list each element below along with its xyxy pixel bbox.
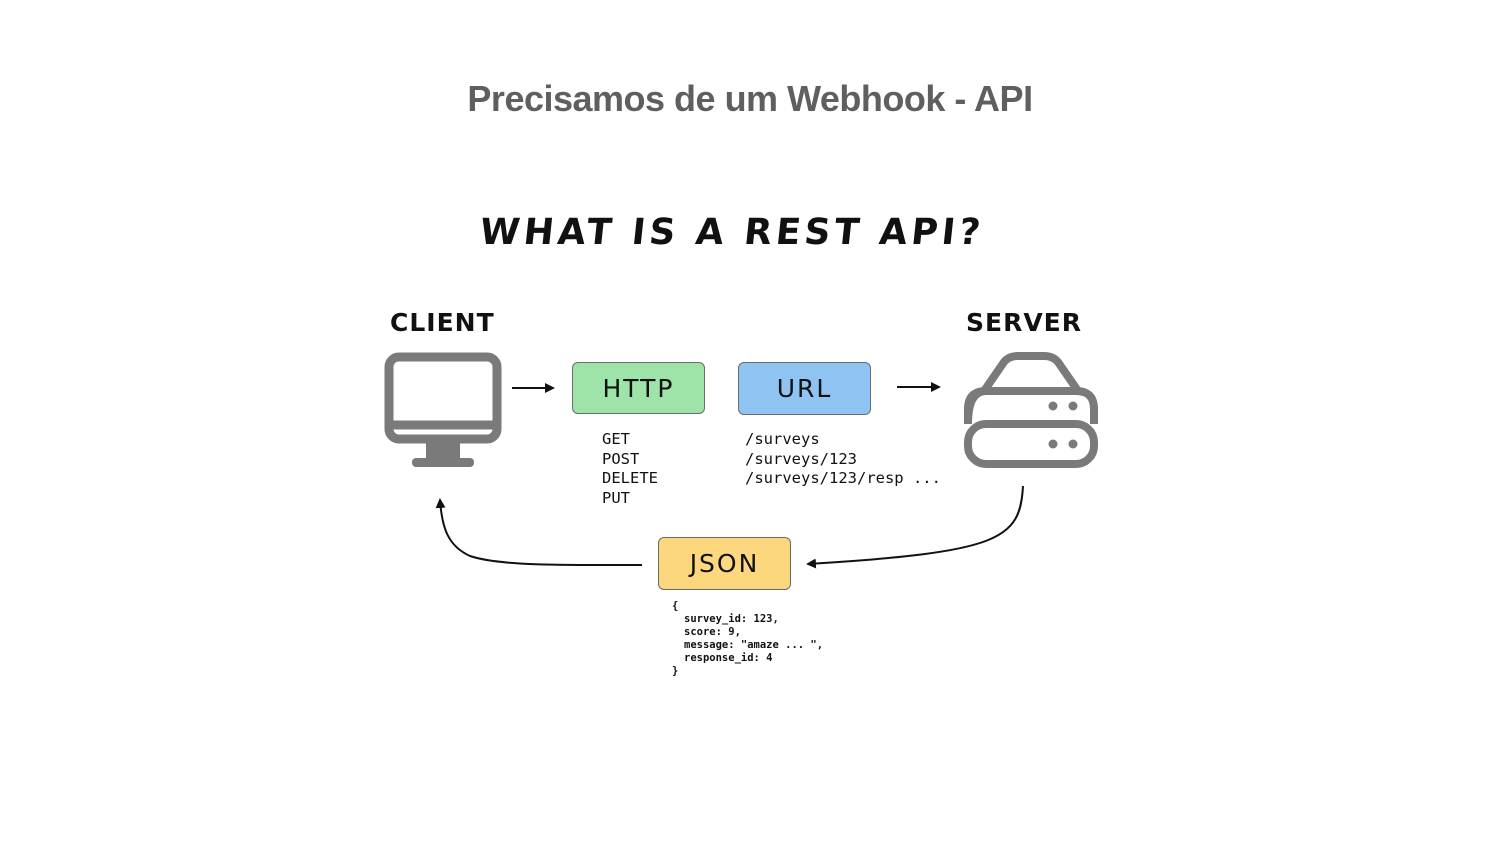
http-method-item: GET xyxy=(602,430,630,448)
json-payload: { survey_id: 123, score: 9, message: "am… xyxy=(672,600,823,678)
server-icon xyxy=(964,352,1098,468)
http-method-item: POST xyxy=(602,449,640,468)
url-paths-list: /surveys /surveys/123 /surveys/123/resp … xyxy=(745,430,941,489)
json-close-brace: } xyxy=(672,665,679,677)
json-line: response_id: 4 xyxy=(684,652,773,664)
json-label: JSON xyxy=(689,549,760,578)
http-box: HTTP xyxy=(572,362,705,414)
url-label: URL xyxy=(776,374,833,403)
monitor-icon xyxy=(384,352,502,467)
http-method-item: DELETE xyxy=(602,469,658,487)
http-methods-list: GET POST DELETE PUT xyxy=(602,430,658,508)
url-path-item: /surveys/123 xyxy=(745,449,857,468)
client-label: CLIENT xyxy=(390,308,495,337)
url-path-item: /surveys/123/resp ... xyxy=(745,469,941,487)
json-to-client-arrow xyxy=(435,498,643,567)
server-to-json-arrow xyxy=(806,485,1024,569)
url-box: URL xyxy=(738,362,871,415)
slide-title: Precisamos de um Webhook - API xyxy=(467,78,1033,119)
http-label: HTTP xyxy=(602,373,675,403)
http-method-item: PUT xyxy=(602,488,630,507)
json-line: survey_id: 123, xyxy=(684,613,779,625)
json-box: JSON xyxy=(658,537,791,590)
json-line: message: "amaze ... ", xyxy=(684,639,824,651)
json-open-brace: { xyxy=(672,600,679,612)
server-label: SERVER xyxy=(966,308,1083,337)
json-line: score: 9, xyxy=(684,626,741,638)
url-path-item: /surveys xyxy=(745,430,820,448)
